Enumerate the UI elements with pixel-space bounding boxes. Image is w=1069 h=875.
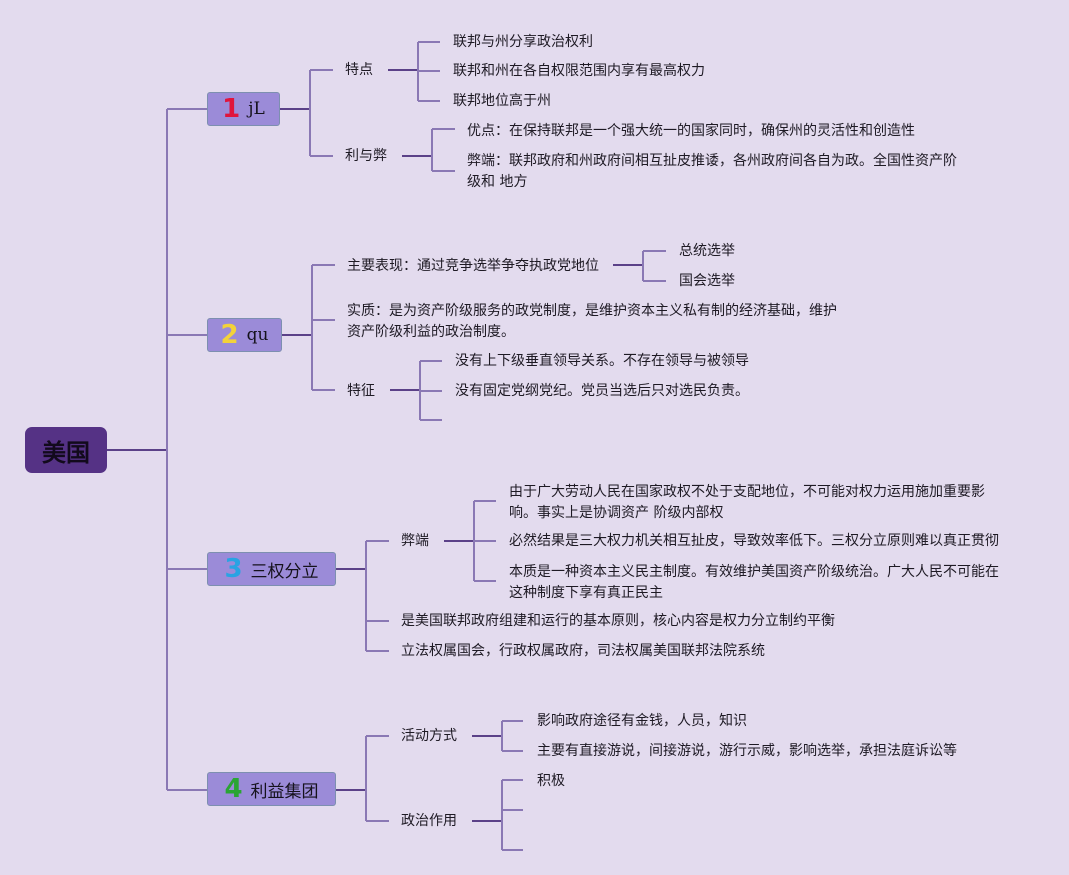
number-4-icon: 4	[224, 774, 243, 804]
leaf-item[interactable]: 积极	[537, 773, 565, 789]
leaf-item[interactable]: 优点：在保持联邦是一个强大统一的国家同时，确保州的灵活性和创造性	[467, 123, 915, 139]
leaf-item[interactable]: 联邦与州分享政治权利	[453, 34, 593, 50]
subtopic-activity-methods[interactable]: 活动方式	[401, 728, 457, 744]
topic-2-label: qu	[246, 325, 269, 345]
topic-1-node[interactable]: 1 jL	[207, 92, 280, 126]
subtopic-characteristics[interactable]: 特征	[347, 383, 375, 399]
subtopic-main-manifestation[interactable]: 主要表现：通过竞争选举争夺执政党地位	[347, 258, 599, 274]
leaf-item[interactable]: 国会选举	[679, 273, 735, 289]
root-label: 美国	[42, 438, 90, 467]
leaf-item[interactable]: 联邦地位高于州	[453, 93, 551, 109]
root-node[interactable]: 美国	[25, 427, 107, 473]
topic-3-node[interactable]: 3 三权分立	[207, 552, 336, 586]
leaf-item[interactable]: 没有上下级垂直领导关系。不存在领导与被领导	[455, 353, 749, 369]
number-2-icon: 2	[220, 320, 239, 350]
leaf-item[interactable]: 弊端：联邦政府和州政府间相互扯皮推诿，各州政府间各自为政。全国性资产阶级和 地方	[467, 153, 957, 190]
topic-4-label: 利益集团	[250, 781, 319, 802]
leaf-item[interactable]: 必然结果是三大权力机关相互扯皮，导致效率低下。三权分立原则难以真正贯彻	[509, 533, 999, 549]
number-1-icon: 1	[222, 94, 241, 124]
leaf-item[interactable]: 本质是一种资本主义民主制度。有效维护美国资产阶级统治。广大人民不可能在这种制度下…	[509, 564, 999, 601]
subtopic-drawbacks[interactable]: 弊端	[401, 533, 429, 549]
leaf-item[interactable]: 主要有直接游说，间接游说，游行示威，影响选举，承担法庭诉讼等	[537, 743, 957, 759]
topic-3-label: 三权分立	[250, 561, 319, 582]
leaf-item[interactable]: 联邦和州在各自权限范围内享有最高权力	[453, 63, 705, 79]
subtopic-political-role[interactable]: 政治作用	[401, 813, 457, 829]
topic-1-label: jL	[248, 99, 265, 119]
topic-2-node[interactable]: 2 qu	[207, 318, 282, 352]
subtopic-power-division[interactable]: 立法权属国会，行政权属政府，司法权属美国联邦法院系统	[401, 643, 765, 659]
subtopic-basic-principle[interactable]: 是美国联邦政府组建和运行的基本原则，核心内容是权力分立制约平衡	[401, 613, 835, 629]
leaf-item[interactable]: 由于广大劳动人民在国家政权不处于支配地位，不可能对权力运用施加重要影响。事实上是…	[509, 484, 985, 521]
leaf-item[interactable]: 没有固定党纲党纪。党员当选后只对选民负责。	[455, 383, 749, 399]
leaf-item[interactable]: 影响政府途径有金钱，人员，知识	[537, 713, 747, 729]
subtopic-pros-cons[interactable]: 利与弊	[345, 148, 387, 164]
topic-4-node[interactable]: 4 利益集团	[207, 772, 336, 806]
subtopic-features[interactable]: 特点	[345, 62, 373, 78]
subtopic-essence[interactable]: 实质：是为资产阶级服务的政党制度，是维护资本主义私有制的经济基础，维护资产阶级利…	[347, 303, 837, 340]
number-3-icon: 3	[224, 554, 243, 584]
leaf-item[interactable]: 总统选举	[679, 243, 735, 259]
